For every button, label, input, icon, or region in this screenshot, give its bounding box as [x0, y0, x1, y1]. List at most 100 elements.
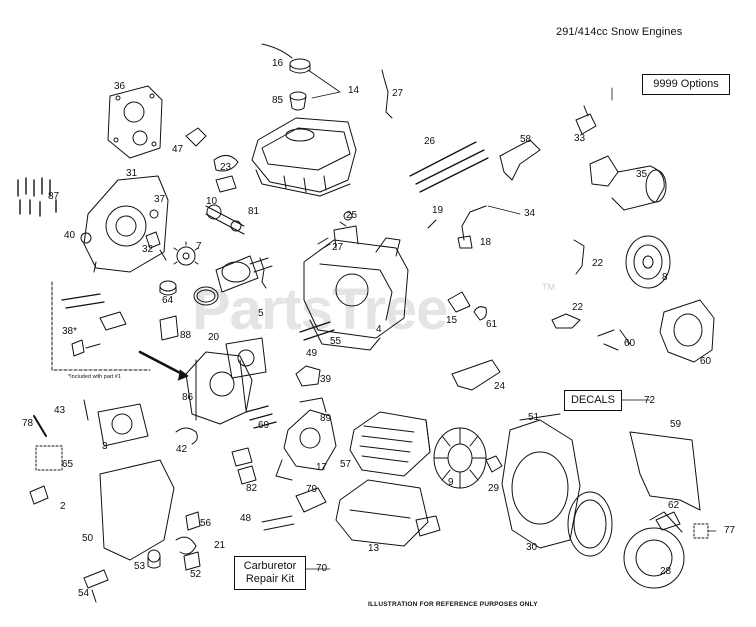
bracket-part[interactable] [499, 139, 541, 181]
clip-77-part[interactable] [693, 523, 709, 539]
governor-part[interactable] [185, 127, 239, 193]
callout-65[interactable]: 65 [62, 459, 74, 470]
callout-19[interactable]: 19 [432, 205, 444, 216]
callout-58[interactable]: 58 [520, 134, 532, 145]
callout-27[interactable]: 27 [392, 88, 404, 99]
ignition-part[interactable] [447, 291, 487, 321]
cylinder-shroud-part[interactable] [349, 411, 431, 477]
linkage-part[interactable] [245, 405, 277, 429]
crankcase-gasket-part[interactable] [107, 85, 163, 159]
callout-16[interactable]: 16 [272, 58, 284, 69]
callout-54[interactable]: 54 [78, 588, 90, 599]
callout-43[interactable]: 43 [54, 405, 66, 416]
callout-15[interactable]: 15 [446, 315, 458, 326]
wire-part[interactable] [381, 69, 393, 119]
small-parts[interactable] [80, 209, 161, 249]
clip-56-part[interactable] [185, 511, 201, 531]
studs-part[interactable] [299, 321, 335, 341]
air-filter-part[interactable] [295, 365, 321, 387]
callout-50[interactable]: 50 [82, 533, 94, 544]
callout-81[interactable]: 81 [248, 206, 260, 217]
starter-handle-part[interactable] [655, 511, 681, 531]
callout-25[interactable]: 25 [346, 210, 358, 221]
recoil-starter-part[interactable] [597, 299, 715, 363]
wiring-part[interactable] [427, 205, 487, 249]
callout-82[interactable]: 82 [246, 483, 258, 494]
bolt-2-part[interactable] [29, 485, 49, 505]
electric-starter-part[interactable] [589, 155, 667, 211]
fuel-strainer-part[interactable] [289, 91, 307, 111]
carburetor-part[interactable] [275, 397, 337, 481]
callout-2[interactable]: 2 [60, 501, 66, 512]
callout-87[interactable]: 87 [48, 191, 60, 202]
flywheel-part[interactable] [625, 235, 671, 289]
bolts-part[interactable] [17, 177, 57, 217]
fuel-cap-part[interactable] [261, 43, 311, 74]
callout-51[interactable]: 51 [528, 412, 540, 423]
callout-77[interactable]: 77 [724, 525, 736, 536]
callout-61[interactable]: 61 [486, 319, 498, 330]
breather-tube-part[interactable] [175, 427, 198, 445]
callout-37[interactable]: 37 [154, 194, 166, 205]
callout-79[interactable]: 79 [306, 484, 318, 495]
callout-10[interactable]: 10 [206, 196, 218, 207]
decals-callout[interactable]: 72 [644, 395, 656, 406]
callout-18[interactable]: 18 [480, 237, 492, 248]
nut-29-part[interactable] [485, 455, 503, 473]
callout-7[interactable]: 7 [196, 241, 202, 252]
callout-29[interactable]: 29 [488, 483, 500, 494]
callout-3[interactable]: 3 [102, 441, 108, 452]
callout-55[interactable]: 55 [330, 336, 342, 347]
decals-box[interactable]: DECALS [564, 390, 622, 411]
callout-36[interactable]: 36 [114, 81, 126, 92]
callout-64[interactable]: 64 [162, 295, 174, 306]
cooling-fan-part[interactable] [433, 427, 487, 489]
cylinder-head-part[interactable] [138, 350, 253, 425]
carburetor-kit-callout[interactable]: 70 [316, 563, 328, 574]
callout-4[interactable]: 4 [376, 324, 382, 335]
plug-54-part[interactable] [83, 569, 109, 603]
callout-52[interactable]: 52 [190, 569, 202, 580]
callout-26[interactable]: 26 [424, 136, 436, 147]
callout-21[interactable]: 21 [214, 540, 226, 551]
cover-50-part[interactable] [99, 459, 175, 561]
small-fastener-part[interactable] [317, 211, 353, 251]
options-box[interactable]: 9999 Options [642, 74, 730, 95]
rod-43-part[interactable] [33, 399, 89, 437]
crankcase-cover-part[interactable] [83, 175, 169, 273]
oil-gear-part[interactable] [159, 280, 177, 296]
callout-53[interactable]: 53 [134, 561, 146, 572]
callout-49[interactable]: 49 [306, 348, 318, 359]
callout-27-lower[interactable]: 27 [332, 242, 344, 253]
callout-31[interactable]: 31 [126, 168, 138, 179]
wire-21-part[interactable] [175, 536, 197, 555]
callout-34[interactable]: 34 [524, 208, 536, 219]
knob-53-part[interactable] [147, 549, 161, 569]
callout-42[interactable]: 42 [176, 444, 188, 455]
callout-35[interactable]: 35 [636, 169, 648, 180]
pushrods-part[interactable] [409, 141, 489, 193]
gasket-88-part[interactable] [159, 315, 179, 341]
gear-part[interactable] [173, 241, 199, 266]
callout-17[interactable]: 17 [316, 462, 328, 473]
callout-69[interactable]: 69 [258, 420, 270, 431]
callout-13[interactable]: 13 [368, 543, 380, 554]
muffler-part[interactable] [335, 479, 441, 547]
plate-3-part[interactable] [97, 403, 149, 447]
callout-5[interactable]: 5 [258, 308, 264, 319]
callout-57[interactable]: 57 [340, 459, 352, 470]
camshaft-part[interactable] [205, 204, 245, 235]
callout-20[interactable]: 20 [208, 332, 220, 343]
callout-32[interactable]: 32 [142, 244, 154, 255]
callout-89[interactable]: 89 [320, 413, 332, 424]
piston-part[interactable] [193, 255, 273, 306]
callout-88[interactable]: 88 [180, 330, 192, 341]
ring-part[interactable] [567, 491, 613, 557]
engine-block-part[interactable] [303, 225, 409, 351]
callout-78[interactable]: 78 [22, 418, 34, 429]
gasket-82-part[interactable] [231, 447, 257, 485]
head-gasket-part[interactable] [225, 337, 267, 379]
callout-24[interactable]: 24 [494, 381, 506, 392]
callout-40[interactable]: 40 [64, 230, 76, 241]
callout-22[interactable]: 22 [592, 258, 604, 269]
